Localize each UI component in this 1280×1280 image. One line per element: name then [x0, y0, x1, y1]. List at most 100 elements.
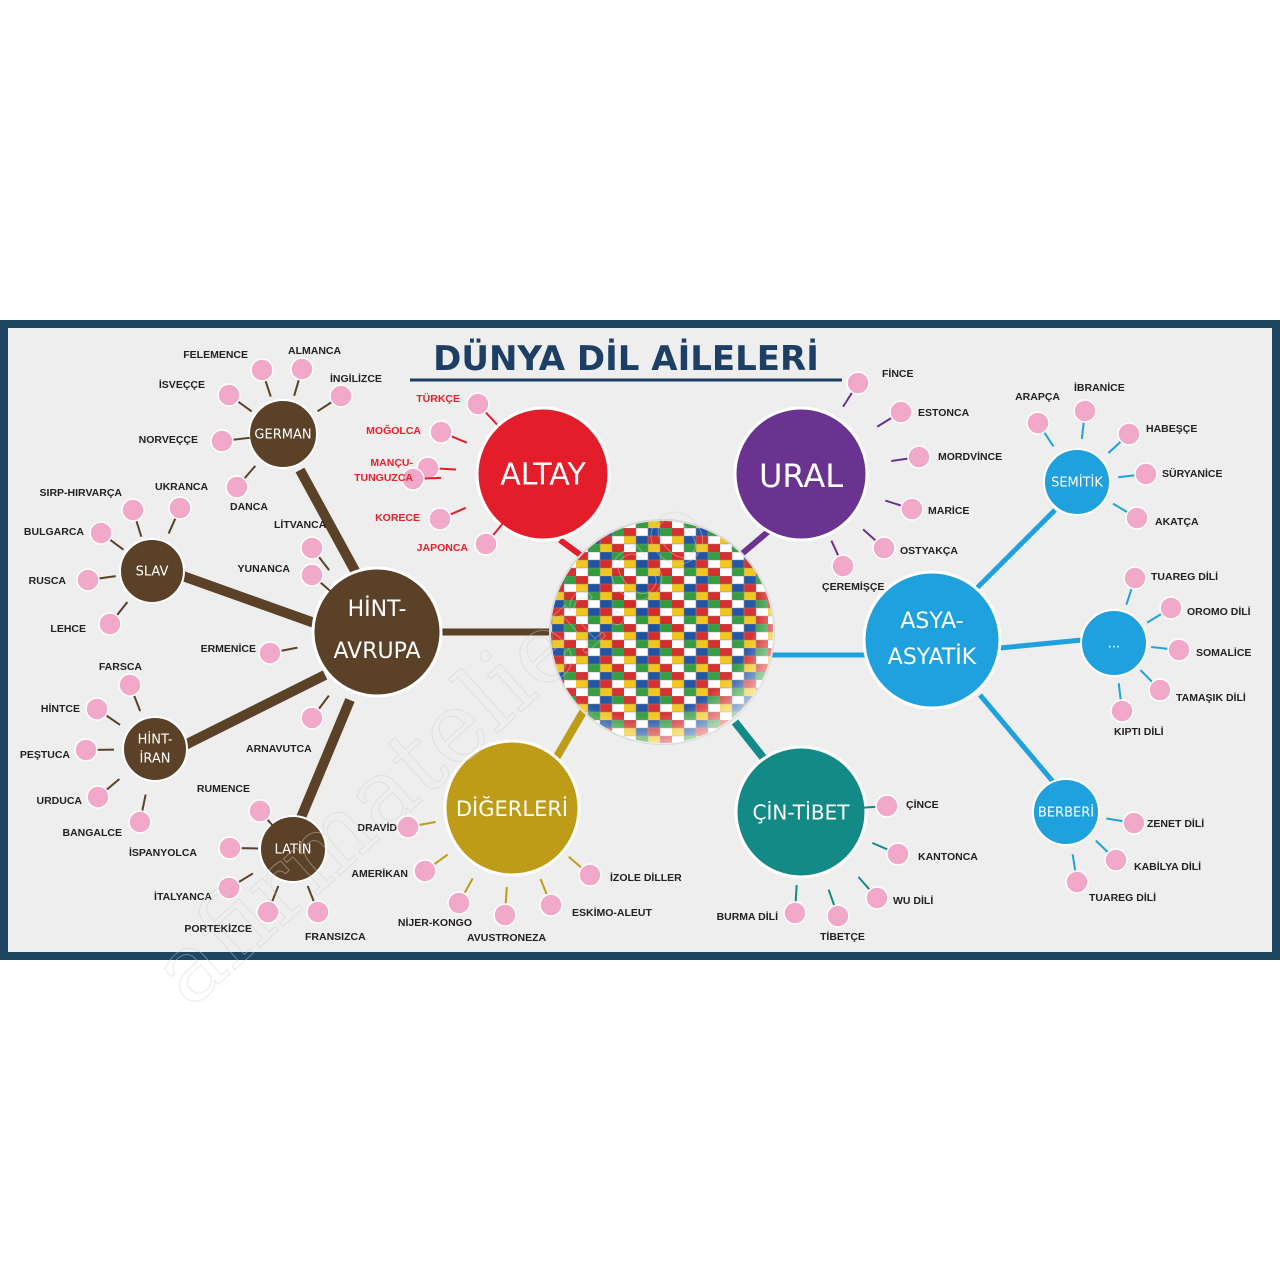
language-label: KANTONCA: [918, 851, 978, 863]
language-label: TİBETÇE: [820, 930, 865, 943]
family-label-cin-tibet: ÇİN-TİBET: [753, 801, 851, 825]
language-label: ESKİMO-ALEUT: [572, 906, 653, 919]
leaf-node: [1148, 678, 1172, 702]
leaf-node: [865, 886, 889, 910]
language-label: ESTONCA: [918, 407, 970, 419]
language-label: SÜRYANİCE: [1162, 467, 1223, 480]
leaf-node: [900, 497, 924, 521]
subgroup-label-semitik: SEMİTİK: [1051, 475, 1103, 491]
leaf-node: [300, 536, 324, 560]
language-label: TUNGUZCA: [354, 472, 413, 484]
language-label: AMERİKAN: [351, 867, 408, 880]
family-label-digerleri: DİĞERLERİ: [456, 796, 568, 821]
language-label: HİNTCE: [41, 702, 80, 715]
family-cin-tibet: ÇİN-TİBET: [734, 745, 868, 879]
leaf-node: [225, 475, 249, 499]
leaf-node: [1117, 422, 1141, 446]
leaf-node: [218, 836, 242, 860]
language-label: LEHCE: [50, 623, 86, 635]
language-label: ÇİNCE: [906, 798, 939, 811]
subgroup-label-berberi: BERBERİ: [1038, 805, 1094, 821]
language-label: PORTEKİZCE: [184, 922, 252, 935]
leaf-node: [168, 496, 192, 520]
subgroup-label-kusi: ...: [1108, 637, 1120, 652]
leaf-node: [1123, 566, 1147, 590]
language-label: UKRANCA: [155, 481, 208, 493]
subgroup-semitik: SEMİTİK: [1043, 448, 1111, 516]
subgroup-latin: LATİN: [259, 815, 327, 883]
leaf-node: [217, 383, 241, 407]
family-label-hint-avrupa-2: AVRUPA: [334, 639, 421, 664]
leaf-node: [290, 357, 314, 381]
language-label: BULGARCA: [24, 526, 84, 538]
leaf-node: [1104, 848, 1128, 872]
leaf-node: [1065, 870, 1089, 894]
language-label: FARSCA: [99, 661, 143, 673]
leaf-node: [493, 903, 517, 927]
leaf-node: [217, 876, 241, 900]
language-label: İSVEÇÇE: [159, 378, 205, 391]
leaf-node: [256, 900, 280, 924]
leaf-node: [396, 815, 420, 839]
language-label: ARNAVUTCA: [246, 743, 312, 755]
family-digerleri: DİĞERLERİ: [443, 739, 581, 877]
family-hint-avrupa: HİNT- AVRUPA: [311, 566, 443, 698]
language-label: ERMENİCE: [201, 642, 256, 655]
language-label: TUAREG DİLİ: [1089, 891, 1156, 904]
leaf-node: [74, 738, 98, 762]
language-label: ZENET DİLİ: [1147, 817, 1204, 830]
leaf-node: [539, 893, 563, 917]
language-label: HABEŞÇE: [1146, 423, 1197, 435]
leaf-node: [250, 358, 274, 382]
language-label: DANCA: [230, 501, 268, 513]
leaf-node: [1110, 699, 1134, 723]
family-asya-asyatik: ASYA- ASYATİK: [862, 570, 1002, 710]
language-label: TUAREG DİLİ: [1151, 570, 1218, 583]
leaf-node: [413, 859, 437, 883]
leaf-node: [210, 429, 234, 453]
leaf-node: [329, 384, 353, 408]
leaf-node: [1134, 462, 1158, 486]
leaf-node: [846, 371, 870, 395]
language-label: PEŞTUCA: [20, 749, 71, 761]
leaf-node: [447, 891, 471, 915]
leaf-node: [466, 392, 490, 416]
leaf-node: [875, 794, 899, 818]
subgroup-slav: SLAV: [119, 538, 185, 604]
language-label: KIPTI DİLİ: [1114, 725, 1164, 738]
leaf-node: [1159, 596, 1183, 620]
leaf-node: [783, 901, 807, 925]
subgroup-hint-iran: HİNT- İRAN: [122, 716, 188, 782]
leaf-node: [1026, 411, 1050, 435]
language-label: FELEMENCE: [183, 349, 248, 361]
language-label: TÜRKÇE: [416, 392, 460, 405]
subgroup-connectors: [178, 467, 1083, 822]
leaf-node: [428, 507, 452, 531]
language-label: İNGİLİZCE: [330, 372, 382, 385]
family-label-asya-1: ASYA-: [900, 609, 963, 634]
leaf-node: [300, 706, 324, 730]
family-label-hint-avrupa-1: HİNT-: [348, 596, 407, 622]
leaf-node: [86, 785, 110, 809]
language-label: ÇEREMİŞÇE: [822, 580, 884, 593]
leaf-node: [1167, 638, 1191, 662]
language-label: OSTYAKÇA: [900, 545, 958, 557]
subgroup-berberi: BERBERİ: [1032, 778, 1100, 846]
subgroup-german: GERMAN: [248, 399, 318, 469]
language-label: MARİCE: [928, 504, 969, 517]
leaf-node: [118, 673, 142, 697]
leaf-node: [826, 904, 850, 928]
subgroup-kusi: ...: [1080, 609, 1148, 677]
language-label: ARAPÇA: [1015, 391, 1060, 403]
language-label: OROMO DİLİ: [1187, 605, 1251, 618]
family-label-asya-2: ASYATİK: [888, 644, 977, 670]
language-label: MANÇU-: [370, 457, 413, 469]
language-label: İBRANİCE: [1074, 381, 1125, 394]
language-label: KORECE: [375, 512, 420, 524]
family-label-altay: ALTAY: [500, 458, 586, 493]
leaf-node: [578, 863, 602, 887]
language-label: DRAVİD: [358, 821, 398, 834]
leaf-node: [98, 612, 122, 636]
